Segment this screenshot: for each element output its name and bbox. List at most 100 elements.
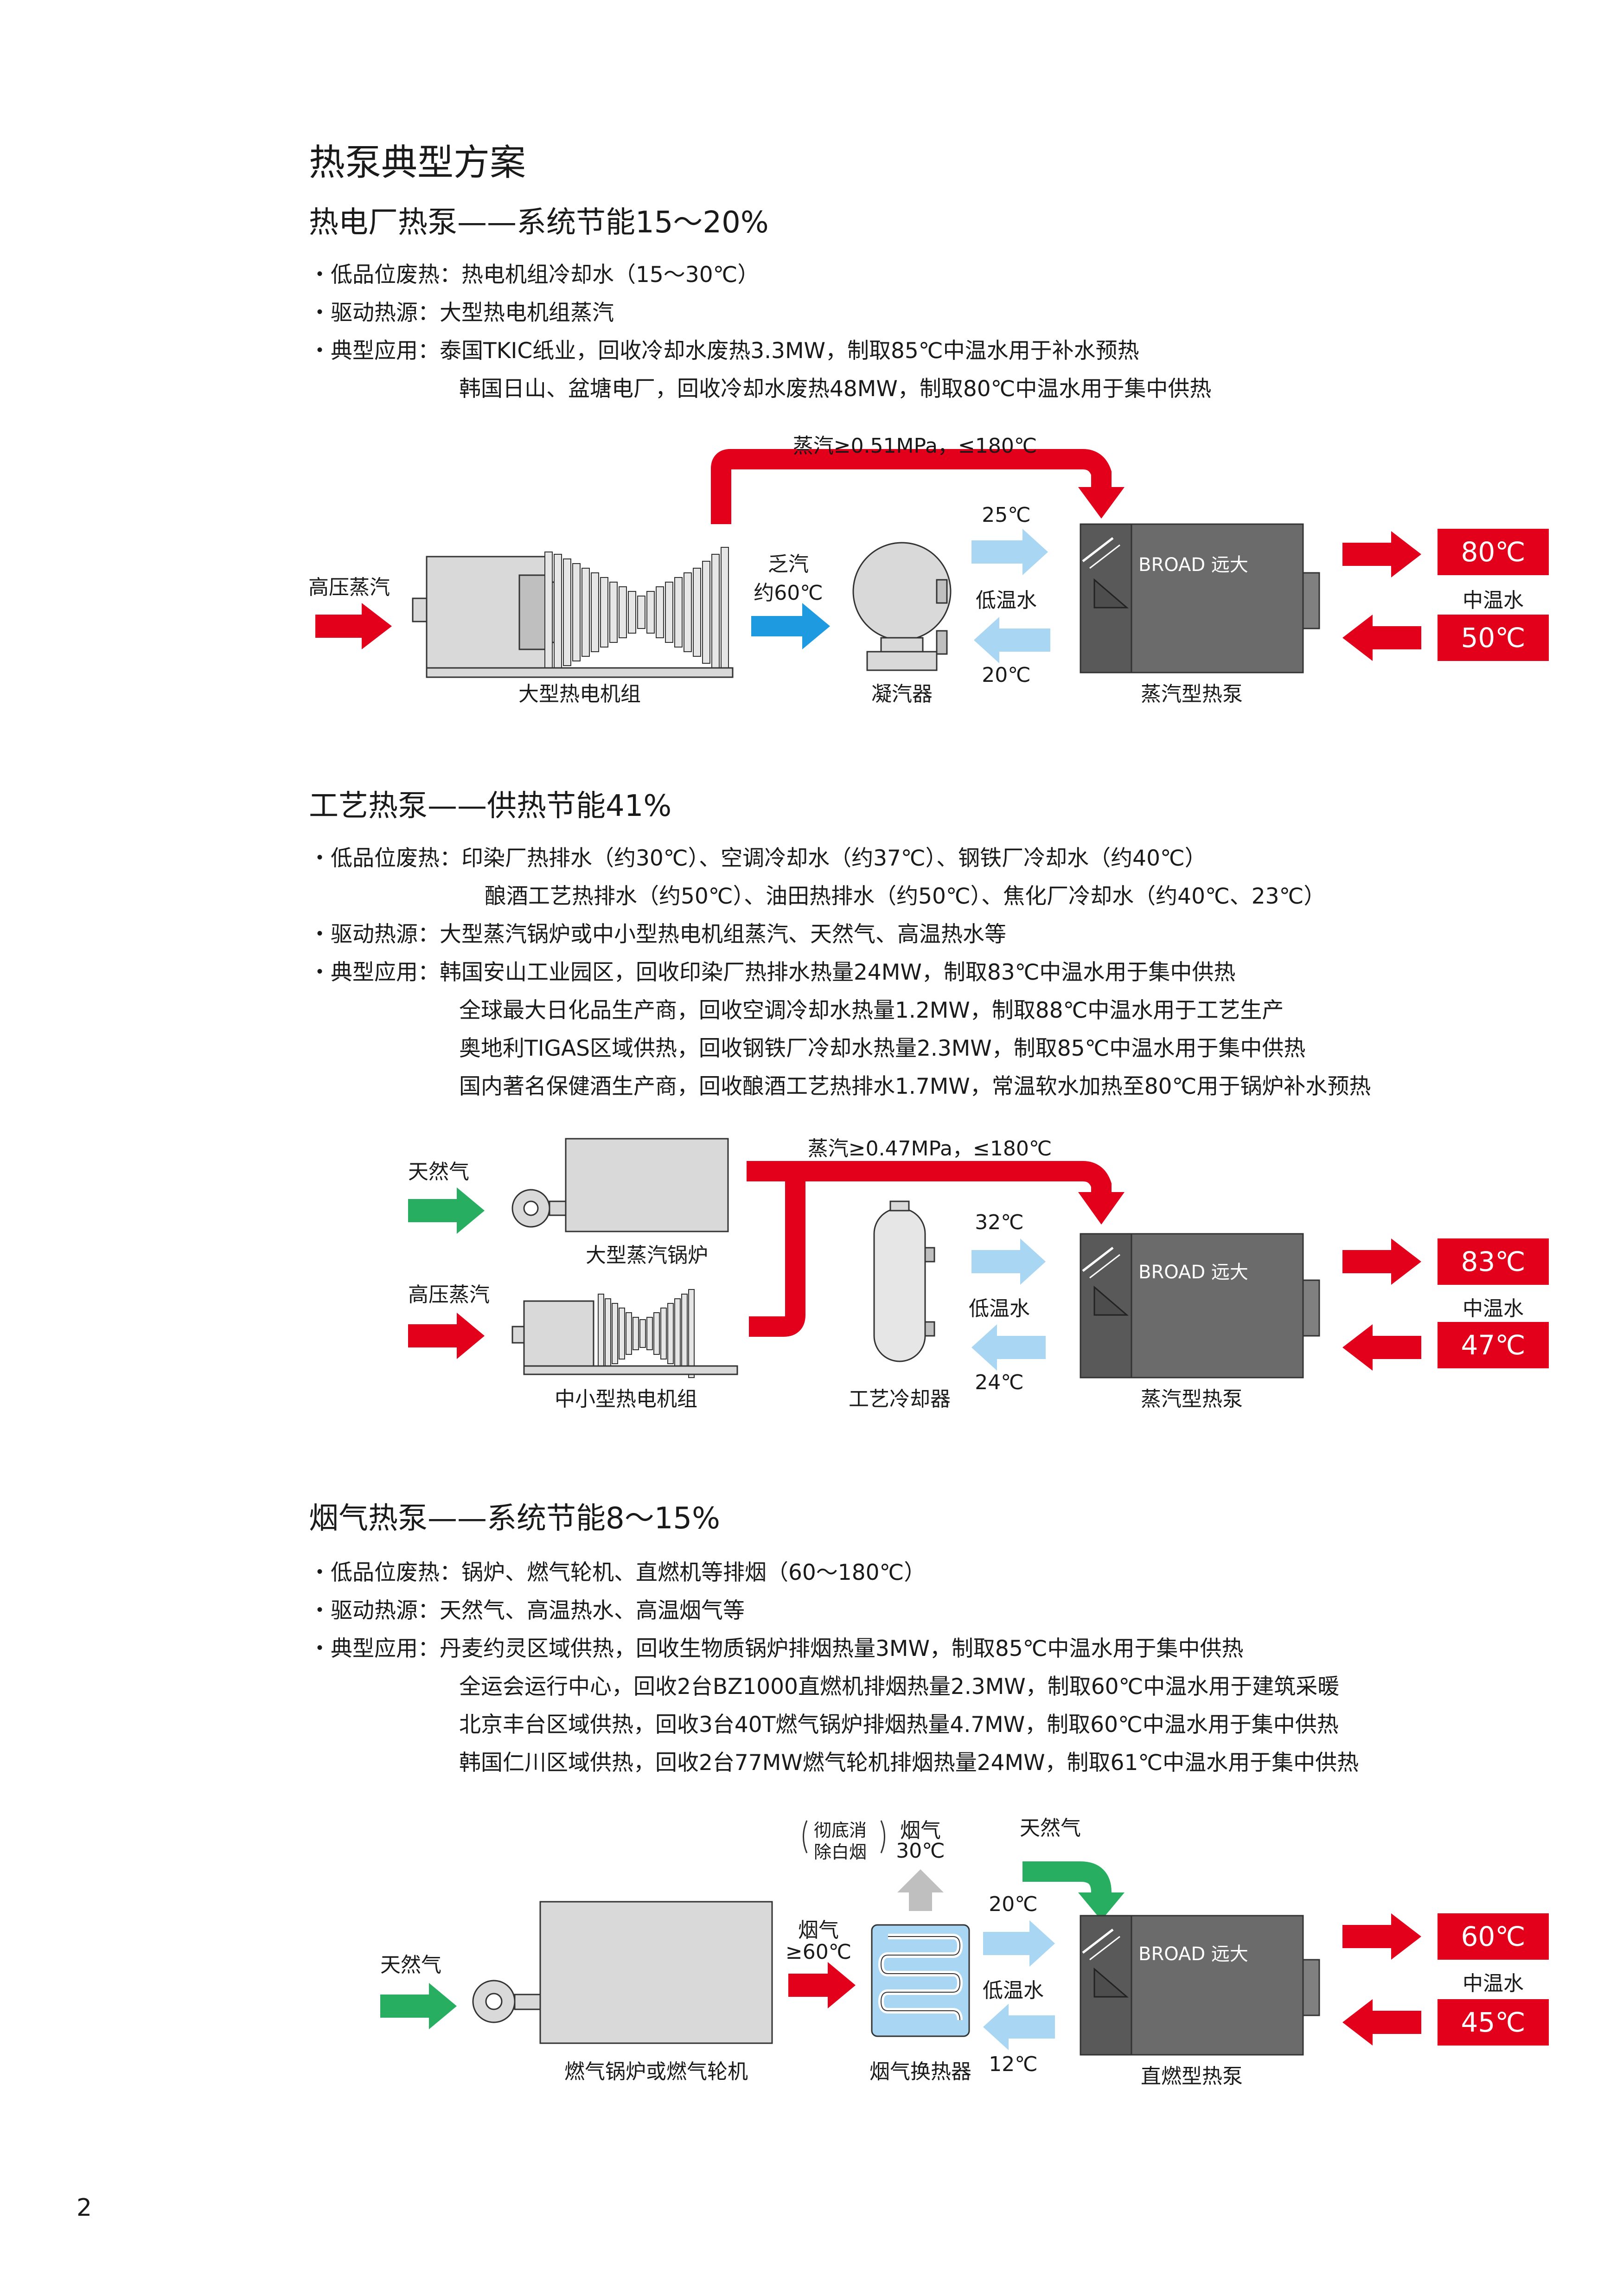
input-label: 高压蒸汽 xyxy=(308,576,390,599)
turbine-blades xyxy=(544,547,729,678)
hx-label: 烟气换热器 xyxy=(869,2060,971,2084)
page-title: 热泵典型方案 xyxy=(309,142,526,184)
flue-out-label: 烟气 xyxy=(900,1819,941,1842)
section-heading: 烟气热泵——系统节能8～15% xyxy=(309,1501,720,1536)
text-line: 国内著名保健酒生产商，回收酿酒工艺热排水1.7MW，常温软水加热至80℃用于锅炉… xyxy=(459,1074,1371,1099)
text-line: ・驱动热源：大型蒸汽锅炉或中小型热电机组蒸汽、天然气、高温热水等 xyxy=(309,922,1006,947)
hot-water-out-arrow xyxy=(1342,1913,1421,1960)
boiler-label: 燃气锅炉或燃气轮机 xyxy=(564,2060,748,2084)
flue-in-temp: ≥60℃ xyxy=(785,1940,852,1964)
low-temp-out-arrow xyxy=(983,2004,1055,2050)
cold-water-in-arrow xyxy=(1342,1999,1421,2046)
hot-water-out-arrow xyxy=(1342,1238,1421,1285)
text-line: 奥地利TIGAS区域供热，回收钢铁厂冷却水热量2.3MW，制取85℃中温水用于集… xyxy=(459,1036,1306,1061)
text-line: ・典型应用：丹麦约灵区域供热，回收生物质锅炉排烟热量3MW，制取85℃中温水用于… xyxy=(309,1636,1244,1661)
low-temp-out-arrow xyxy=(971,1324,1046,1371)
input-label: 高压蒸汽 xyxy=(408,1283,490,1307)
low-temp-label: 低温水 xyxy=(983,1979,1044,2002)
steam-boiler xyxy=(565,1138,729,1232)
cold-temp-badge: 50℃ xyxy=(1438,615,1549,661)
small-generator xyxy=(523,1300,594,1367)
low-in-temp: 32℃ xyxy=(975,1211,1024,1234)
section-heading: 热电厂热泵——系统节能15～20% xyxy=(309,205,769,240)
text-line: 全运会运行中心，回收2台BZ1000直燃机排烟热量2.3MW，制取60℃中温水用… xyxy=(459,1674,1340,1700)
low-out-temp: 24℃ xyxy=(975,1371,1024,1394)
flue-in-label: 烟气 xyxy=(798,1918,839,1942)
low-in-temp: 25℃ xyxy=(982,503,1031,527)
gas-top-arrow xyxy=(1022,1861,1112,1897)
flue-heat-exchanger xyxy=(871,1924,970,2037)
text-line: ・低品位废热：热电机组冷却水（15～30℃） xyxy=(309,262,760,288)
flue-gas-arrow xyxy=(788,1962,856,2008)
cooler-label: 工艺冷却器 xyxy=(849,1387,951,1411)
cold-temp-badge: 45℃ xyxy=(1438,1999,1549,2046)
text-line: 韩国日山、盆塘电厂，回收冷却水废热48MW，制取80℃中温水用于集中供热 xyxy=(459,376,1212,402)
gas-arrow xyxy=(380,1983,457,2029)
gas-top-label: 天然气 xyxy=(1020,1816,1081,1840)
cold-water-in-arrow xyxy=(1342,615,1421,661)
cold-temp-badge: 47℃ xyxy=(1438,1322,1549,1368)
whitening-note: 彻底消 xyxy=(814,1820,867,1841)
gas-label: 天然气 xyxy=(408,1160,469,1184)
brand-logo: BROAD 远大 xyxy=(1138,554,1248,576)
mid-temp-label: 中温水 xyxy=(1463,1972,1524,1995)
exhaust-label: 乏汽 xyxy=(768,552,809,576)
hot-temp-badge: 83℃ xyxy=(1438,1238,1549,1285)
low-temp-label: 低温水 xyxy=(976,589,1037,612)
low-out-temp: 12℃ xyxy=(989,2052,1038,2076)
low-in-temp: 20℃ xyxy=(989,1892,1038,1916)
page-number: 2 xyxy=(77,2194,92,2222)
flue-exhaust-arrow xyxy=(897,1869,944,1911)
mid-temp-label: 中温水 xyxy=(1463,1297,1524,1321)
gas-boiler xyxy=(539,1901,773,2044)
text-line: 北京丰台区域供热，回收3台40T燃气锅炉排烟热量4.7MW，制取60℃中温水用于… xyxy=(459,1712,1339,1738)
pump-label: 蒸汽型热泵 xyxy=(1141,1387,1243,1411)
condenser-label: 凝汽器 xyxy=(871,682,933,706)
boiler-label: 大型蒸汽锅炉 xyxy=(586,1244,708,1267)
text-line: ・低品位废热：印染厂热排水（约30℃）、空调冷却水（约37℃）、钢铁厂冷却水（约… xyxy=(309,846,1207,871)
pump-label: 直燃型热泵 xyxy=(1141,2065,1243,2088)
turbine-label: 大型热电机组 xyxy=(518,682,641,706)
pump-label: 蒸汽型热泵 xyxy=(1141,682,1243,706)
text-line: 酿酒工艺热排水（约50℃）、油田热排水（约50℃）、焦化厂冷却水（约40℃、23… xyxy=(485,884,1326,909)
cold-water-in-arrow xyxy=(1342,1324,1421,1371)
low-temp-in-arrow xyxy=(983,1920,1055,1967)
low-temp-label: 低温水 xyxy=(969,1297,1030,1321)
text-line: ・驱动热源：天然气、高温热水、高温烟气等 xyxy=(309,1598,745,1623)
flue-out-temp: 30℃ xyxy=(896,1839,945,1863)
hot-water-out-arrow xyxy=(1342,531,1421,577)
low-temp-in-arrow xyxy=(971,1238,1046,1285)
exhaust-arrow xyxy=(751,603,830,649)
steam-pipe-arrowhead xyxy=(1078,487,1125,519)
gas-arrow xyxy=(408,1187,485,1234)
steam-spec-label: 蒸汽≥0.47MPa，≤180℃ xyxy=(807,1137,1052,1161)
text-line: ・低品位废热：锅炉、燃气轮机、直燃机等排烟（60～180℃） xyxy=(309,1560,926,1585)
text-line: ・典型应用：韩国安山工业园区，回收印染厂热排水热量24MW，制取83℃中温水用于… xyxy=(309,960,1236,985)
hot-temp-badge: 80℃ xyxy=(1438,529,1549,575)
brand-logo: BROAD 远大 xyxy=(1138,1262,1248,1283)
steam-spec-label: 蒸汽≥0.51MPa，≤180℃ xyxy=(792,434,1037,458)
text-line: ・典型应用：泰国TKIC纸业，回收冷却水废热3.3MW，制取85℃中温水用于补水… xyxy=(309,338,1139,364)
low-out-temp: 20℃ xyxy=(982,663,1031,687)
low-temp-out-arrow xyxy=(974,617,1050,663)
text-line: ・驱动热源：大型热电机组蒸汽 xyxy=(309,300,614,326)
section-heading: 工艺热泵——供热节能41% xyxy=(309,789,672,823)
input-steam-arrow xyxy=(408,1313,485,1359)
steam-pipe-arrowhead xyxy=(1078,1192,1125,1225)
low-temp-in-arrow xyxy=(971,529,1048,575)
steam-pipe xyxy=(711,449,1112,524)
text-line: 全球最大日化品生产商，回收空调冷却水热量1.2MW，制取88℃中温水用于工艺生产 xyxy=(459,998,1284,1023)
mid-temp-label: 中温水 xyxy=(1463,589,1524,612)
input-steam-arrow xyxy=(315,603,392,649)
gas-label: 天然气 xyxy=(380,1953,441,1977)
text-line: 韩国仁川区域供热，回收2台77MW燃气轮机排烟热量24MW，制取61℃中温水用于… xyxy=(459,1750,1359,1776)
steam-pipe xyxy=(747,1161,1112,1197)
hot-temp-badge: 60℃ xyxy=(1438,1913,1549,1960)
turbine-label: 中小型热电机组 xyxy=(555,1387,697,1411)
brand-logo: BROAD 远大 xyxy=(1138,1943,1248,1965)
exhaust-temp-label: 约60℃ xyxy=(754,581,823,605)
whitening-note: 除白烟 xyxy=(814,1842,867,1862)
